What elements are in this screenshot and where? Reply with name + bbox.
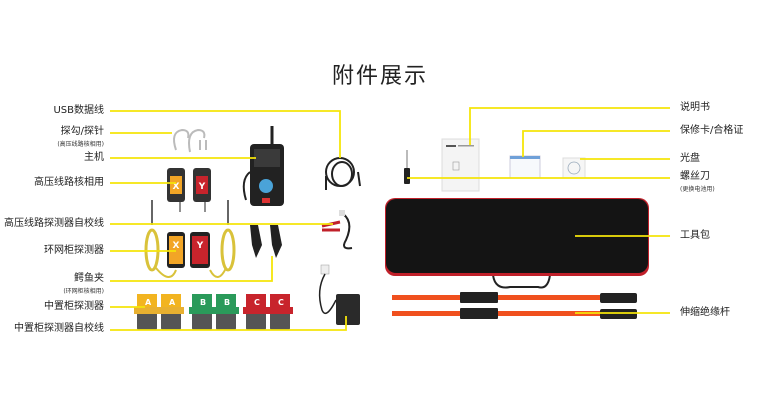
label-main-unit: 主机 (84, 152, 104, 163)
label-mv-sensor: 中置柜探测器 (44, 301, 104, 312)
insulating-poles-image (392, 292, 637, 319)
sublabel-screwdriver: (更换电池用) (680, 186, 715, 193)
svg-text:C: C (254, 298, 260, 307)
page-title: 附件展示 (331, 64, 428, 89)
label-alligator-clips: 鳄鱼夹 (74, 273, 104, 284)
svg-text:Y: Y (196, 241, 204, 251)
svg-text:B: B (224, 298, 230, 307)
svg-text:Y: Y (198, 182, 206, 192)
alligator-clips-image (250, 225, 282, 258)
label-cd: 光盘 (680, 153, 700, 164)
svg-text:A: A (169, 298, 176, 307)
label-manual: 说明书 (680, 102, 710, 113)
label-probe-hooks: 探勾/探针 (60, 126, 104, 137)
cd-image (562, 157, 586, 179)
hv-selfcheck-cable-image (321, 210, 353, 250)
svg-text:C: C (278, 298, 284, 307)
leader-lines (110, 107, 670, 331)
label-ring-main-sensor: 环网柜探测器 (44, 245, 104, 256)
svg-text:B: B (200, 298, 206, 307)
hv-phase-sensors-image: X Y (167, 168, 211, 212)
label-screwdriver: 螺丝刀 (680, 171, 710, 182)
manual-image (441, 138, 480, 192)
label-mv-selfcheck-cable: 中置柜探测器自校线 (14, 323, 104, 334)
svg-text:X: X (173, 241, 180, 251)
svg-text:A: A (145, 298, 152, 307)
tool-bag-image (385, 198, 649, 289)
mv-sensors-image: A A B B C C (134, 294, 293, 330)
main-unit-image (242, 126, 284, 206)
label-hv-selfcheck-cable: 高压线路探测器自校线 (4, 218, 104, 229)
label-usb-cable: USB数据线 (53, 105, 104, 116)
warranty-card-image (509, 155, 541, 179)
usb-cable-image (325, 157, 361, 190)
label-hv-phase: 高压线路核相用 (34, 177, 104, 188)
mv-selfcheck-box-image (318, 264, 360, 325)
sublabel-probe-hooks: (高压线路核相用) (57, 141, 104, 148)
ring-main-sensors-image: X Y (144, 200, 236, 278)
svg-text:X: X (173, 182, 180, 192)
screwdriver-image (404, 150, 410, 184)
sublabel-alligator-clips: (环网柜核相用) (63, 288, 104, 295)
probe-hooks-image (173, 128, 207, 153)
label-insulating-pole: 伸缩绝缘杆 (680, 307, 730, 318)
label-warranty-card: 保修卡/合格证 (680, 125, 744, 136)
label-tool-bag: 工具包 (680, 230, 710, 241)
